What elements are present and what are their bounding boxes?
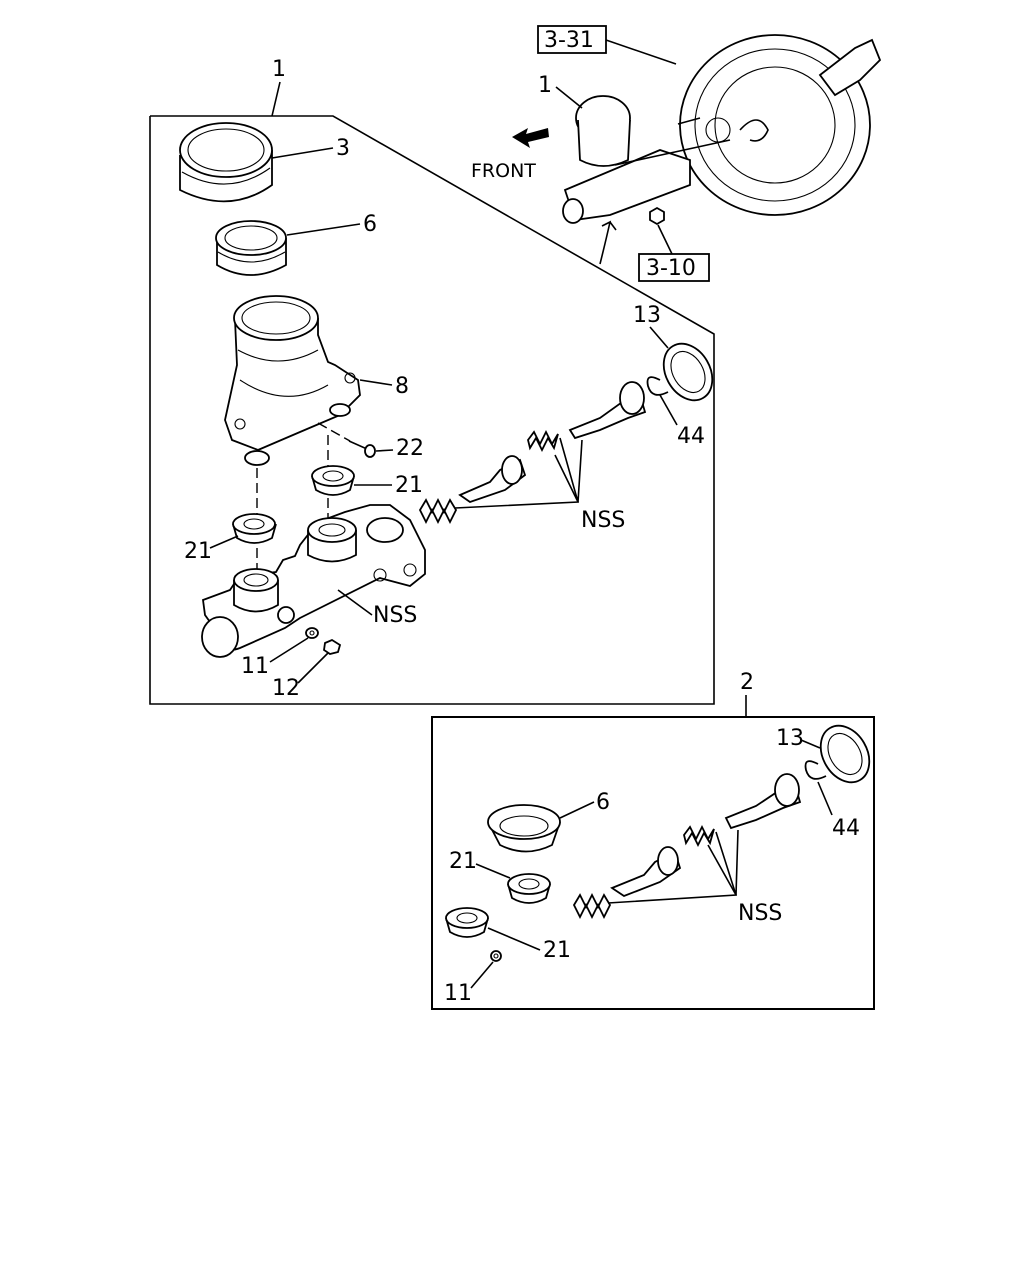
reservoir-seal [215, 220, 287, 276]
kit-2-frame: 2 [431, 670, 875, 1010]
overview-assembly-label: 1 [538, 73, 552, 98]
springs-label: NSS [581, 508, 625, 533]
bolt-label: 12 [272, 676, 300, 701]
kit-springs-label: NSS [738, 901, 782, 926]
kit-snap-ring [804, 760, 827, 780]
assembly-pointer-arrow [599, 220, 617, 265]
assembly-1-index: 1 [272, 57, 286, 82]
washer-label: 11 [241, 654, 269, 679]
cylinder-body-label: NSS [373, 603, 417, 628]
cylinder-body [201, 504, 426, 658]
reservoir [224, 295, 361, 466]
snap-ring [646, 376, 669, 396]
boot-label: 13 [633, 303, 661, 328]
grommet-lower [232, 513, 277, 544]
kit-grommet-upper [507, 873, 551, 904]
kit-grommet-lower [445, 907, 489, 938]
nut [649, 206, 665, 226]
kit-grommet-lower-label: 21 [543, 938, 571, 963]
booster-ref-label: 3-31 [544, 28, 594, 53]
overview-group: FRONT 1 3-31 3-10 [471, 25, 882, 282]
cap-label: 3 [336, 136, 350, 161]
brake-booster [679, 34, 882, 216]
assembly-1-frame: 1 [149, 57, 715, 705]
kit-washer-label: 11 [444, 981, 472, 1006]
kit-seal-label: 6 [596, 790, 610, 815]
kit-snap-ring-label: 44 [832, 816, 860, 841]
snap-ring-label: 44 [677, 424, 705, 449]
kit-boot [819, 724, 871, 784]
washer [305, 627, 319, 639]
kit-grommet-upper-label: 21 [449, 849, 477, 874]
kit-2-index: 2 [740, 670, 754, 695]
grommet-lower-label: 21 [184, 539, 212, 564]
nut-ref-box [638, 253, 710, 282]
screw-label: 22 [396, 436, 424, 461]
kit-washer [490, 950, 502, 962]
kit-seal [487, 804, 561, 853]
reservoir-label: 8 [395, 374, 409, 399]
front-label: FRONT [471, 160, 536, 182]
grommet-upper [311, 465, 355, 496]
master-cylinder-small [562, 95, 731, 224]
boot [662, 342, 714, 402]
reservoir-screw [348, 440, 376, 458]
booster-ref-box [537, 25, 607, 54]
kit-boot-label: 13 [776, 726, 804, 751]
seal-label: 6 [363, 212, 377, 237]
front-arrow-icon [512, 128, 549, 148]
piston-spring-set [418, 381, 647, 525]
grommet-upper-label: 21 [395, 473, 423, 498]
bolt [323, 638, 342, 655]
reservoir-cap [179, 122, 273, 203]
kit-piston-spring-set [572, 773, 802, 920]
nut-ref-label: 3-10 [646, 256, 696, 281]
